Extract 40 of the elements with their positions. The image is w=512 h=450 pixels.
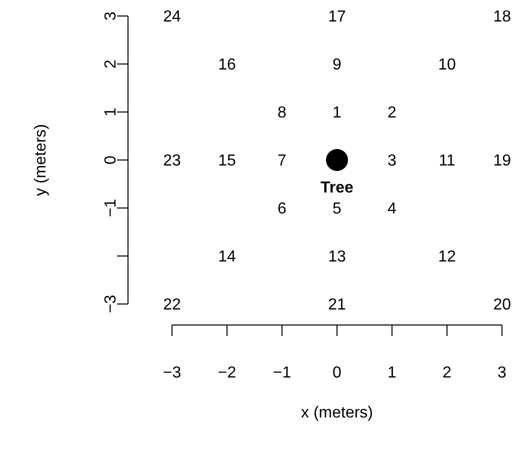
tick-label: −2 xyxy=(218,364,236,382)
position-number: 20 xyxy=(493,296,511,314)
position-number: 24 xyxy=(163,8,181,26)
position-number: 7 xyxy=(278,152,286,170)
position-number: 5 xyxy=(332,200,342,218)
position-number: 23 xyxy=(163,152,181,170)
tick-label: 2 xyxy=(442,364,452,382)
tick-label: −3 xyxy=(162,364,182,382)
tick-label: −3 xyxy=(102,294,120,314)
position-number: 13 xyxy=(328,248,346,266)
position-number: 10 xyxy=(438,56,456,74)
position-number: 1 xyxy=(332,104,342,122)
position-number: 17 xyxy=(328,8,346,26)
position-number: 2 xyxy=(388,104,396,122)
position-number: 15 xyxy=(218,152,236,170)
position-number: 8 xyxy=(278,104,286,122)
tick-label: 3 xyxy=(102,12,120,20)
tick-label: −1 xyxy=(102,198,120,218)
position-number: 22 xyxy=(163,296,181,314)
position-number: 6 xyxy=(278,200,286,218)
position-number: 11 xyxy=(438,152,456,170)
tick-label: 0 xyxy=(102,156,120,164)
position-number: 16 xyxy=(218,56,236,74)
tick-label: 1 xyxy=(388,364,396,382)
tick-label: −1 xyxy=(272,364,292,382)
position-number: 3 xyxy=(388,152,396,170)
point-label: Tree xyxy=(320,180,354,197)
position-number: 21 xyxy=(328,296,346,314)
position-number: 14 xyxy=(218,248,236,266)
tick-label: 0 xyxy=(332,364,342,382)
position-number: 12 xyxy=(438,248,456,266)
tick-label: 3 xyxy=(498,364,506,382)
position-number: 18 xyxy=(493,8,511,26)
position-number: 19 xyxy=(493,152,511,170)
position-number: 9 xyxy=(332,56,342,74)
axis-title: x (meters) xyxy=(301,404,373,422)
tick-label: 1 xyxy=(102,108,120,116)
axis-title: y (meters) xyxy=(32,124,50,196)
tick-label: 2 xyxy=(102,60,120,68)
position-number: 4 xyxy=(388,200,396,218)
